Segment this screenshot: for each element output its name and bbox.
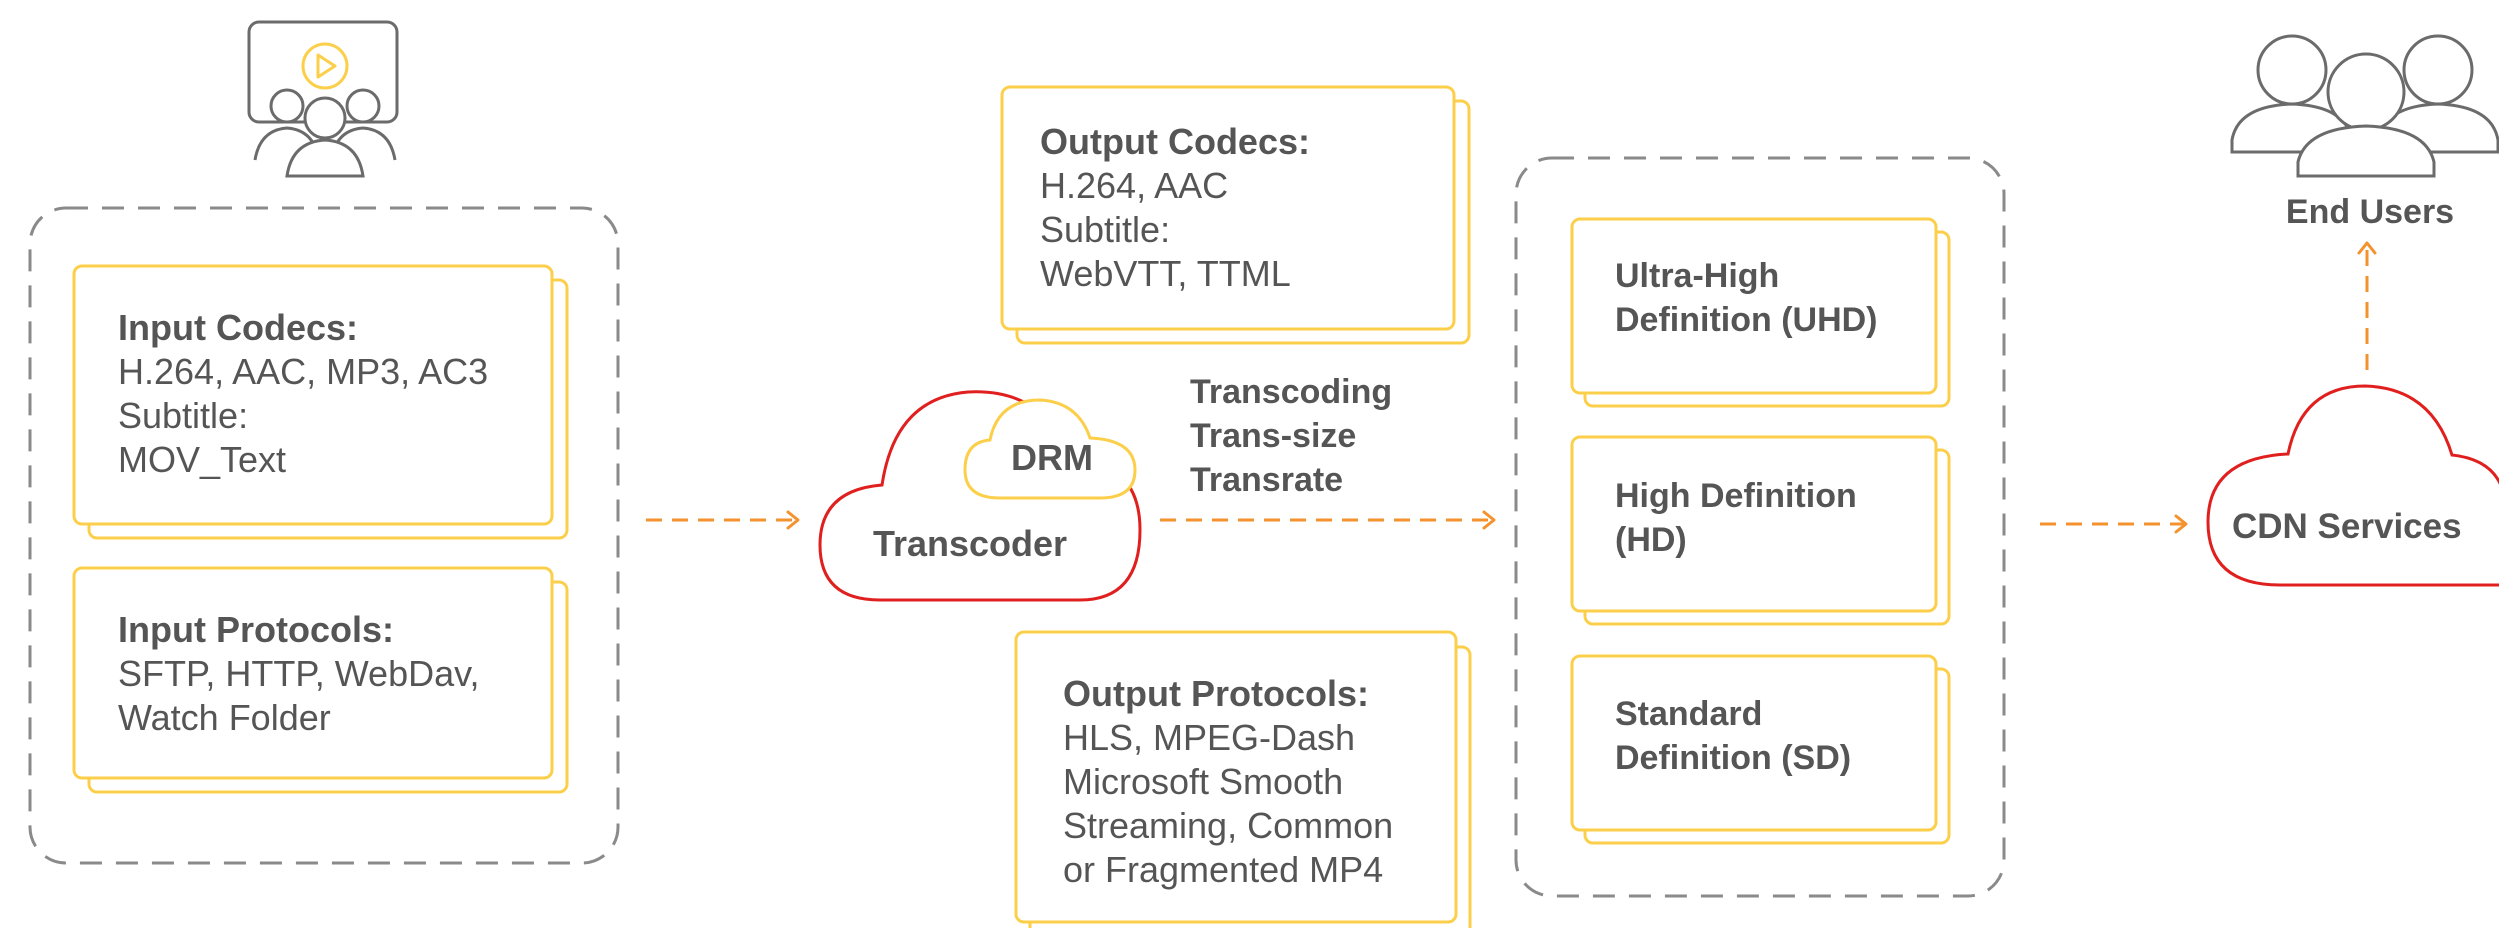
input-codecs-line: MOV_Text [118, 439, 287, 480]
drm-label: DRM [1011, 437, 1093, 478]
definition-hd-label: High Definition (HD) [1615, 474, 1935, 562]
operations-text: Transcoding Trans-size Transrate [1190, 370, 1450, 502]
users-group-icon [2230, 34, 2499, 178]
input-codecs-title: Input Codecs: [118, 307, 358, 348]
input-codecs-card [72, 264, 569, 540]
input-group-border [28, 206, 620, 865]
definition-sd-line: Standard [1615, 695, 1763, 733]
definition-uhd-line: Definition (UHD) [1615, 301, 1878, 339]
input-protocols-line: SFTP, HTTP, WebDav, [118, 653, 480, 694]
video-audience-icon [247, 20, 399, 178]
input-protocols-card [72, 566, 569, 794]
definition-card-sd [1570, 654, 1951, 845]
cdn-label: CDN Services [2232, 507, 2462, 546]
output-protocols-title: Output Protocols: [1063, 673, 1369, 714]
cdn-cloud [2206, 384, 2499, 587]
output-protocols-line: or Fragmented MP4 [1063, 849, 1384, 890]
output-codecs-line: H.264, AAC [1040, 165, 1229, 206]
definitions-group-border [1514, 156, 2006, 898]
output-codecs-title: Output Codecs: [1040, 121, 1310, 162]
output-protocols-line: Streaming, Common [1063, 805, 1394, 846]
input-codecs-line: H.264, AAC, MP3, AC3 [118, 351, 489, 392]
input-codecs-line: Subtitle: [118, 395, 249, 436]
output-codecs-text: Output Codecs: H.264, AAC Subtitle: WebV… [1040, 120, 1440, 296]
operation-transrate: Transrate [1190, 461, 1344, 499]
drm-cloud [963, 398, 1137, 500]
input-protocols-text: Input Protocols: SFTP, HTTP, WebDav, Wat… [118, 608, 538, 740]
definition-hd-line: High Definition [1615, 477, 1857, 515]
output-protocols-line: HLS, MPEG-Dash [1063, 717, 1356, 758]
output-protocols-card [1014, 630, 1472, 928]
definition-uhd-label: Ultra-High Definition (UHD) [1615, 254, 1935, 342]
end-users-label: End Users [2285, 193, 2455, 231]
definition-card-uhd [1570, 217, 1951, 408]
definition-uhd-line: Ultra-High [1615, 257, 1780, 295]
output-protocols-line: Microsoft Smooth [1063, 761, 1344, 802]
operation-transcoding: Transcoding [1190, 373, 1393, 411]
output-codecs-line: Subtitle: [1040, 209, 1171, 250]
operation-trans-size: Trans-size [1190, 417, 1357, 455]
input-protocols-title: Input Protocols: [118, 609, 394, 650]
output-codecs-card [1000, 85, 1471, 345]
output-protocols-text: Output Protocols: HLS, MPEG-Dash Microso… [1063, 672, 1453, 892]
output-codecs-line: WebVTT, TTML [1040, 253, 1291, 294]
transcoder-label: Transcoder [872, 523, 1068, 564]
definition-hd-line: (HD) [1615, 521, 1687, 559]
definition-sd-line: Definition (SD) [1615, 739, 1852, 777]
input-protocols-line: Watch Folder [118, 697, 331, 738]
definition-sd-label: Standard Definition (SD) [1615, 692, 1935, 780]
definition-card-hd [1570, 435, 1951, 626]
input-codecs-text: Input Codecs: H.264, AAC, MP3, AC3 Subti… [118, 306, 538, 482]
